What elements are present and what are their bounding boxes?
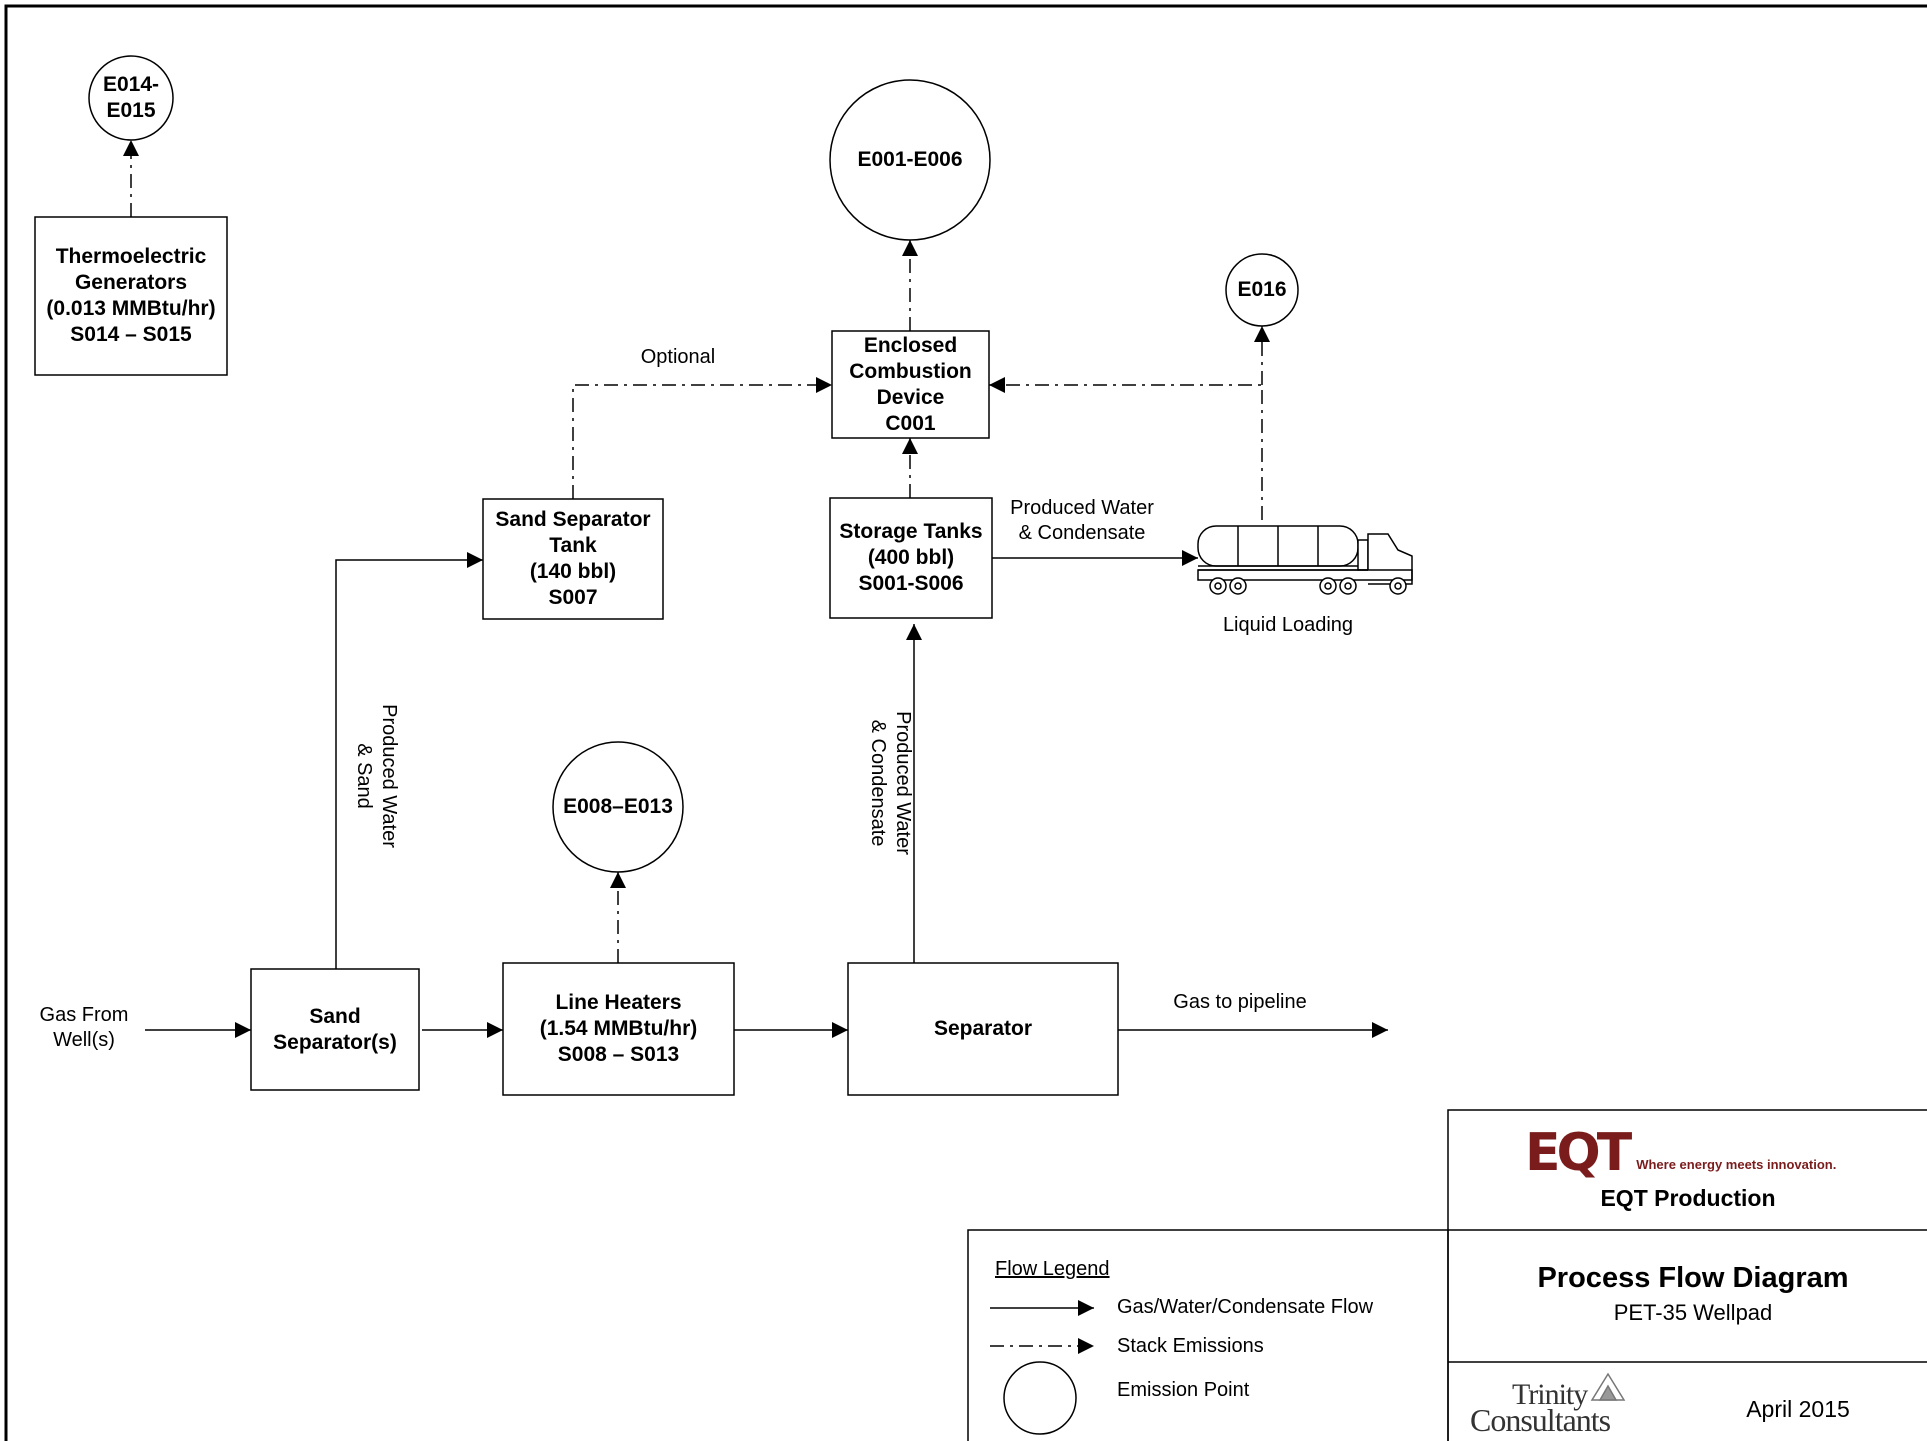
page-border xyxy=(4,4,1927,1441)
liquid-loading-label: Liquid Loading xyxy=(1222,614,1354,636)
sand-separator-tank-label: Sand Separator Tank (140 bbl) S007 xyxy=(495,508,651,609)
trinity-triangle-icon xyxy=(1590,1372,1626,1401)
produced-water-sand-label: Produced Water & Sand xyxy=(353,704,400,848)
gas-from-wells-label: Gas From Well(s) xyxy=(39,1004,129,1051)
tanker-truck-icon xyxy=(1197,525,1413,595)
diagram-title: Process Flow Diagram xyxy=(1537,1262,1849,1294)
company-name: EQT Production xyxy=(1600,1185,1776,1211)
emission-label-e014-e015: E014- E015 xyxy=(102,73,160,122)
combustion-device-label: Enclosed Combustion Device C001 xyxy=(849,333,972,435)
flow-produced-water-sand xyxy=(335,552,483,969)
line-heaters-label: Line Heaters (1.54 MMBtu/hr) S008 – S013 xyxy=(539,991,698,1066)
diagram-subtitle: PET-35 Wellpad xyxy=(1613,1300,1773,1325)
stack-sand-tank-optional xyxy=(572,377,832,499)
title-block xyxy=(1447,1109,1927,1441)
thermoelectric-generators-label: Thermoelectric Generators (0.013 MMBtu/h… xyxy=(46,245,216,346)
legend-emission-circle xyxy=(1003,1361,1077,1435)
diagram-date: April 2015 xyxy=(1746,1396,1850,1422)
emission-label-e008-e013: E008–E013 xyxy=(563,795,673,818)
gas-to-pipeline-label: Gas to pipeline xyxy=(1173,991,1307,1013)
legend-solid-label: Gas/Water/Condensate Flow xyxy=(1117,1296,1374,1318)
optional-label: Optional xyxy=(640,346,716,368)
produced-water-condensate-vertical-label: Produced Water & Condensate xyxy=(867,711,914,855)
separator-label: Separator xyxy=(933,1017,1033,1040)
storage-tanks-label: Storage Tanks (400 bbl) S001-S006 xyxy=(839,520,983,595)
eqt-logo: EQT Where energy meets innovation. xyxy=(1525,1123,1837,1183)
separator-box xyxy=(847,962,1119,1096)
emission-label-e001-e006: E001-E006 xyxy=(857,148,963,171)
legend-circle-label: Emission Point xyxy=(1117,1379,1250,1401)
legend-dashed-label: Stack Emissions xyxy=(1117,1335,1264,1357)
legend-title: Flow Legend xyxy=(995,1258,1110,1280)
sand-separator-label: Sand Separator(s) xyxy=(273,1004,397,1054)
produced-water-condensate-label: Produced Water & Condensate xyxy=(1010,497,1154,544)
emission-label-e016: E016 xyxy=(1237,278,1287,301)
